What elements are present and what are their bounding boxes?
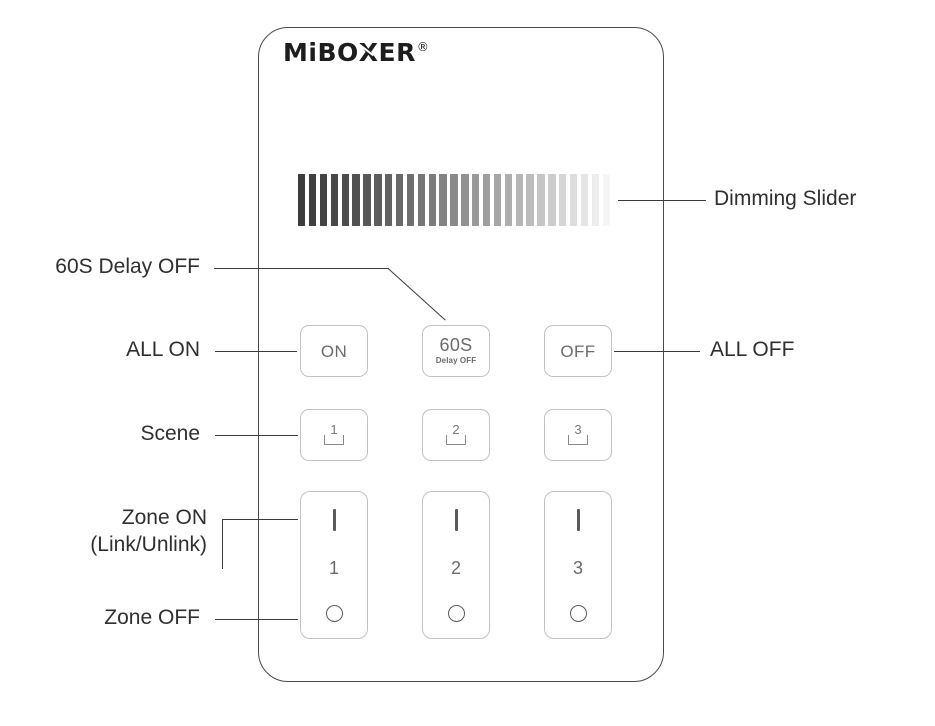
dimming-slider-segment[interactable] [580, 174, 589, 226]
scene-3-number: 3 [574, 422, 582, 437]
dimming-slider-segment[interactable] [374, 174, 382, 226]
dimming-slider-segment[interactable] [504, 174, 513, 226]
dimming-slider[interactable] [298, 174, 610, 226]
dimming-slider-segment[interactable] [461, 174, 469, 226]
scene-cup-shape [446, 435, 466, 445]
zone-1-button[interactable]: 1 [300, 491, 368, 639]
dimming-slider-segment[interactable] [537, 174, 545, 226]
dimming-slider-segment[interactable] [395, 174, 404, 226]
scene-2-number: 2 [452, 422, 460, 437]
dimming-slider-segment[interactable] [591, 174, 600, 226]
dimming-slider-segment[interactable] [308, 174, 317, 226]
brand-name-suffix: ER [378, 38, 416, 67]
scene-1-number: 1 [330, 422, 338, 437]
annotation-dimming-slider: Dimming Slider [714, 187, 857, 210]
registered-trademark-icon: ® [416, 40, 429, 54]
zone-3-button[interactable]: 3 [544, 491, 612, 639]
scene-cup-shape [324, 435, 344, 445]
leader-line-delay-off-horizontal [214, 268, 389, 270]
dimming-slider-segment[interactable] [385, 174, 393, 226]
annotation-zone-on: Zone ON (Link/Unlink) [90, 504, 207, 558]
dimming-slider-segment[interactable] [319, 174, 328, 226]
dimming-slider-segment[interactable] [526, 174, 534, 226]
scene-cup-shape [568, 435, 588, 445]
annotation-zone-on-line2: (Link/Unlink) [90, 533, 207, 556]
leader-line-all-off [614, 351, 700, 353]
dimming-slider-segment[interactable] [548, 174, 556, 226]
dimming-slider-segment[interactable] [330, 174, 339, 226]
leader-line-scene [215, 435, 298, 437]
scene-bracket-icon: 2 [442, 422, 470, 446]
dimming-slider-segment[interactable] [363, 174, 371, 226]
dimming-slider-segment[interactable] [450, 174, 458, 226]
dimming-slider-segment[interactable] [472, 174, 480, 226]
delay-off-button[interactable]: 60S Delay OFF [422, 325, 490, 377]
dimming-slider-segment[interactable] [515, 174, 523, 226]
annotation-zone-on-line1: Zone ON [121, 506, 207, 529]
annotation-all-on: ALL ON [126, 338, 200, 361]
zone-2-number: 2 [450, 558, 461, 578]
dimming-slider-segment[interactable] [482, 174, 491, 226]
dimming-slider-segment[interactable] [406, 174, 415, 226]
dimming-slider-segment[interactable] [428, 174, 436, 226]
delay-off-label: 60S [439, 335, 473, 355]
all-on-button[interactable]: ON [300, 325, 368, 377]
dimming-slider-segment[interactable] [602, 174, 610, 226]
delay-off-sublabel: Delay OFF [435, 356, 477, 365]
zone-2-button[interactable]: 2 [422, 491, 490, 639]
scene-3-button[interactable]: 3 [544, 409, 612, 461]
zone-off-icon[interactable] [447, 605, 465, 622]
zone-on-icon[interactable] [332, 509, 336, 531]
zone-1-number: 1 [328, 558, 339, 578]
annotation-zone-off: Zone OFF [104, 606, 200, 629]
leader-line-zone-on [222, 519, 298, 521]
dimming-slider-segment[interactable] [298, 174, 306, 226]
zone-on-icon[interactable] [576, 509, 580, 531]
scene-bracket-icon: 1 [320, 422, 348, 446]
dimming-slider-segment[interactable] [439, 174, 447, 226]
dimming-slider-segment[interactable] [341, 174, 349, 226]
leader-bracket-zone-on [222, 519, 224, 569]
zone-on-icon[interactable] [454, 509, 458, 531]
scene-2-button[interactable]: 2 [422, 409, 490, 461]
dimming-slider-segment[interactable] [417, 174, 426, 226]
brand-name-prefix: MiBO [283, 38, 359, 67]
zone-3-number: 3 [572, 558, 583, 578]
leader-line-all-on [215, 351, 297, 353]
dimming-slider-segment[interactable] [352, 174, 360, 226]
leader-line-dimming-slider [618, 200, 706, 202]
leader-line-zone-off [215, 619, 298, 621]
zone-off-icon[interactable] [569, 605, 587, 622]
scene-bracket-icon: 3 [564, 422, 592, 446]
annotation-delay-off: 60S Delay OFF [55, 255, 200, 278]
annotation-scene: Scene [140, 422, 200, 445]
annotation-all-off: ALL OFF [710, 338, 795, 361]
dimming-slider-segment[interactable] [569, 174, 578, 226]
all-off-label: OFF [560, 341, 596, 361]
scene-1-button[interactable]: 1 [300, 409, 368, 461]
brand-name-x: X [358, 38, 379, 67]
all-off-button[interactable]: OFF [544, 325, 612, 377]
zone-off-icon[interactable] [325, 605, 343, 622]
all-on-label: ON [320, 341, 348, 361]
dimming-slider-segment[interactable] [493, 174, 502, 226]
dimming-slider-segment[interactable] [559, 174, 567, 226]
